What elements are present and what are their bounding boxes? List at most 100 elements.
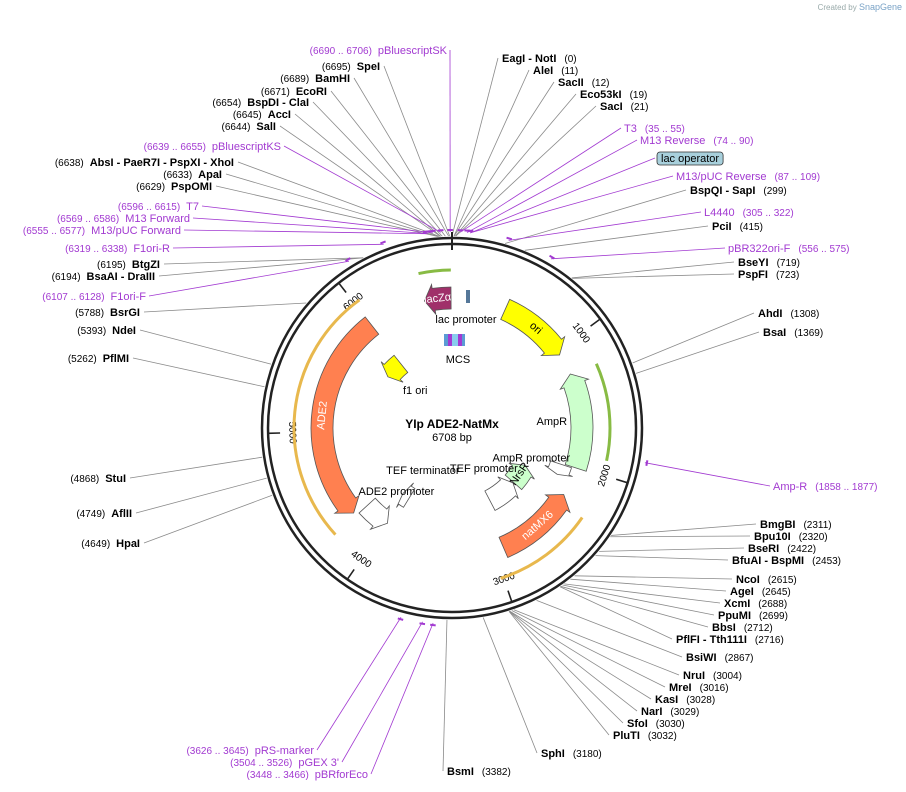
enzyme-pos-alei: (11) bbox=[561, 66, 578, 77]
enzyme-aflii: AflII bbox=[111, 508, 132, 520]
leader-hpai bbox=[143, 494, 273, 544]
leader-bsai bbox=[635, 331, 760, 374]
enzyme-stui: StuI bbox=[105, 473, 126, 485]
leader-eagi-noti bbox=[451, 57, 499, 237]
mcs-bar-1 bbox=[444, 334, 448, 346]
enzyme-pos-ahdi: (1308) bbox=[790, 309, 819, 320]
enzyme-sphi: SphI bbox=[541, 748, 565, 760]
enzyme-bsaai-draiii: BsaAI - DraIII bbox=[87, 271, 155, 283]
enzyme-ncoi: NcoI bbox=[736, 574, 760, 586]
feature-lacz bbox=[423, 282, 452, 316]
enzyme-nrui: NruI bbox=[683, 670, 705, 682]
enzyme-ahdi: AhdI bbox=[758, 308, 782, 320]
leader-ahdi bbox=[632, 312, 755, 364]
primer-m13-reverse: M13 Reverse bbox=[640, 135, 705, 147]
enzyme-pos-sacii: (12) bbox=[592, 78, 610, 89]
feature-label-tef-promoter: TEF promoter bbox=[450, 463, 518, 475]
enzyme-pos-acci: (6645) bbox=[233, 110, 262, 121]
primer-leader-f1ori-f bbox=[148, 260, 350, 297]
enzyme-pos-pluti: (3032) bbox=[648, 731, 677, 742]
leader-bpu10i bbox=[610, 535, 751, 538]
primer-leader-pbrforeco bbox=[370, 622, 434, 775]
primer-range-f1ori-f: (6107 .. 6128) bbox=[42, 292, 104, 303]
enzyme-pos-bsaai-draiii: (6194) bbox=[52, 272, 81, 283]
enzyme-pos-sali: (6644) bbox=[222, 122, 251, 133]
primer-range-pbluescriptks: (6639 .. 6655) bbox=[144, 142, 206, 153]
enzyme-pos-bseyi: (719) bbox=[777, 258, 800, 269]
enzyme-pos-ecori: (6671) bbox=[261, 87, 290, 98]
tick-label-4000: 4000 bbox=[349, 549, 374, 571]
enzyme-bspqi-sapi: BspQI - SapI bbox=[690, 185, 755, 197]
leader-sfoi bbox=[509, 610, 624, 724]
enzyme-pos-bspqi-sapi: (299) bbox=[763, 186, 786, 197]
feature-ampr-promoter bbox=[544, 460, 573, 477]
primer-range-pbr322ori-f: (556 .. 575) bbox=[798, 244, 849, 255]
enzyme-pos-eco53ki: (19) bbox=[630, 90, 648, 101]
primer-leader-l4440 bbox=[508, 211, 702, 241]
tick-label-2000: 2000 bbox=[596, 463, 613, 488]
enzyme-hpai: HpaI bbox=[116, 538, 140, 550]
leader-bspqi-sapi bbox=[504, 189, 687, 244]
primer-site-l4440 bbox=[506, 236, 513, 241]
leader-sphi bbox=[482, 617, 538, 754]
feature-tef-terminator bbox=[396, 482, 416, 508]
enzyme-saci: SacI bbox=[600, 101, 623, 113]
plasmid-name: YIp ADE2-NatMx bbox=[405, 417, 499, 431]
site-labels: EagI - NotI(0)AleI(11)SacII(12)Eco53kI(1… bbox=[23, 45, 878, 781]
primer-range-f1ori-r: (6319 .. 6338) bbox=[65, 244, 127, 255]
enzyme-pos-pspfi: (723) bbox=[776, 270, 799, 281]
orf-guide-2 bbox=[500, 516, 584, 580]
primer-range-m13-puc-forward: (6555 .. 6577) bbox=[23, 226, 85, 237]
enzyme-pos-bspdi-clai: (6654) bbox=[212, 98, 241, 109]
enzyme-pos-xcmi: (2688) bbox=[758, 599, 787, 610]
feature-ade2 bbox=[310, 316, 380, 514]
primer-site-pbr322ori-f bbox=[549, 254, 555, 260]
enzyme-pos-bpu10i: (2320) bbox=[799, 532, 828, 543]
leader-pspomi bbox=[215, 185, 438, 237]
primer-site-m13-puc-reverse bbox=[467, 229, 474, 233]
leader-bseri bbox=[599, 547, 745, 552]
mcs-bar-2 bbox=[448, 334, 452, 346]
leader-ecori bbox=[330, 90, 446, 237]
leader-pcii bbox=[524, 225, 709, 251]
enzyme-alei: AleI bbox=[533, 65, 553, 77]
mcs-marker bbox=[444, 290, 470, 346]
leader-saci bbox=[455, 105, 597, 237]
feature-f1-ori bbox=[380, 354, 409, 383]
leader-absi-paer7i-pspxi-xhoi bbox=[237, 161, 440, 237]
tick-label-5000: 5000 bbox=[286, 421, 298, 444]
leader-lines bbox=[129, 49, 771, 775]
credit-prefix: Created by bbox=[817, 3, 857, 12]
primer-leader-t7 bbox=[201, 205, 434, 234]
enzyme-pos-bseri: (2422) bbox=[787, 544, 816, 555]
leader-bmgbi bbox=[611, 523, 757, 536]
primer-range-m13-reverse: (74 .. 90) bbox=[713, 136, 753, 147]
leader-bsmi bbox=[442, 619, 448, 772]
primer-range-pgex-3: (3504 .. 3526) bbox=[230, 758, 292, 769]
enzyme-pos-bmgbi: (2311) bbox=[803, 520, 831, 531]
orf-guide-4 bbox=[418, 268, 451, 276]
feature-label-lacz: lacZα bbox=[424, 291, 453, 306]
enzyme-absi-paer7i-pspxi-xhoi: AbsI - PaeR7I - PspXI - XhoI bbox=[90, 157, 234, 169]
feature-label-ade2-promoter: ADE2 promoter bbox=[359, 486, 435, 498]
leader-apai bbox=[225, 173, 439, 237]
enzyme-pflfi-tth111i: PflFI - Tth111I bbox=[676, 634, 747, 646]
enzyme-apai: ApaI bbox=[198, 169, 222, 181]
feature-box-lac-operator bbox=[656, 151, 724, 166]
leader-agei bbox=[570, 578, 727, 592]
mcs-bar-3 bbox=[452, 334, 458, 346]
leader-spei bbox=[383, 65, 451, 237]
feature-ampr bbox=[559, 373, 594, 472]
primer-leader-f1ori-r bbox=[172, 243, 384, 249]
primer-m13-puc-reverse: M13/pUC Reverse bbox=[676, 171, 766, 183]
enzyme-eagi-noti: EagI - NotI bbox=[502, 53, 556, 65]
primer-leader-lac-operator bbox=[470, 157, 656, 234]
enzyme-pspomi: PspOMI bbox=[171, 181, 212, 193]
primer-leader-m13-puc-forward bbox=[183, 229, 427, 235]
enzyme-pos-bsiwi: (2867) bbox=[725, 653, 754, 664]
primer-t3: T3 bbox=[624, 123, 637, 135]
primer-t7: T7 bbox=[186, 201, 199, 213]
enzyme-eco53ki: Eco53kI bbox=[580, 89, 622, 101]
leader-pluti bbox=[508, 611, 610, 736]
